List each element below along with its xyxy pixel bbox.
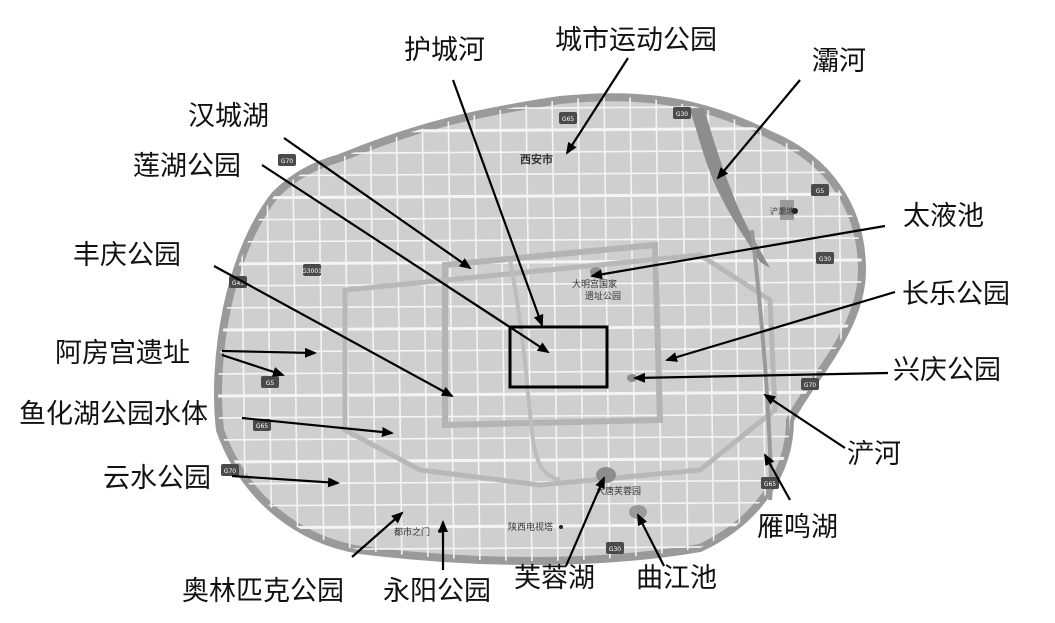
arrow-hancheng-hu bbox=[283, 137, 472, 270]
arrow-xingqing bbox=[633, 371, 889, 383]
central-highlight-box bbox=[508, 325, 609, 389]
arrow-chan-he bbox=[763, 393, 846, 449]
annotation-arrows bbox=[213, 57, 896, 570]
label-yuhuahu: 鱼化湖公园水体 bbox=[19, 399, 208, 430]
place-ducheng: 都市之门 bbox=[394, 526, 430, 538]
arrow-changle bbox=[665, 290, 896, 362]
highway-shield bbox=[606, 542, 624, 554]
ba-river bbox=[690, 108, 770, 268]
arrow-qujiang bbox=[637, 513, 665, 567]
place-xian: 西安市 bbox=[520, 152, 553, 166]
highway-shield bbox=[811, 184, 829, 196]
arrow-lianhu bbox=[261, 164, 550, 354]
arrow-yanming bbox=[764, 453, 791, 501]
label-hucheng-he: 护城河 bbox=[404, 35, 485, 66]
place-datang-furong: 大唐芙蓉园 bbox=[596, 485, 641, 497]
highway-shield-text: G65 bbox=[562, 116, 574, 123]
highway-shield bbox=[221, 464, 239, 476]
label-ba-he: 灞河 bbox=[812, 46, 866, 77]
highway-shield bbox=[761, 477, 779, 489]
arrow-yunshui bbox=[231, 474, 340, 488]
label-chengshi-yundong: 城市运动公园 bbox=[555, 25, 717, 56]
park-block bbox=[780, 200, 794, 220]
label-yongyang: 永阳公园 bbox=[383, 576, 491, 607]
highway-shield bbox=[559, 112, 577, 124]
highway-shield bbox=[261, 376, 279, 388]
arrow-fengqing bbox=[213, 265, 454, 397]
label-hancheng-hu: 汉城湖 bbox=[188, 101, 269, 132]
highway-shield bbox=[801, 378, 819, 390]
highway-shield bbox=[278, 154, 296, 166]
label-efang: 阿房宫遗址 bbox=[55, 338, 190, 369]
highway-shield bbox=[229, 276, 247, 288]
arrow-hucheng-he bbox=[451, 79, 544, 327]
label-qujiang: 曲江池 bbox=[636, 563, 717, 594]
ring-roads bbox=[342, 241, 778, 488]
arrow-efang-1 bbox=[221, 347, 317, 358]
highway-shield-text: G70 bbox=[224, 468, 236, 475]
highway-shield bbox=[253, 419, 271, 431]
highway-shield-text: G65 bbox=[256, 423, 268, 430]
arrow-ba-he bbox=[716, 79, 801, 180]
highway-shield bbox=[303, 264, 321, 276]
place-daminggong-2: 遗址公园 bbox=[585, 290, 621, 302]
highway-shield-text: G30 bbox=[819, 256, 831, 263]
place-dot-chanba bbox=[792, 208, 798, 214]
highway-shield-text: G30 bbox=[609, 546, 621, 553]
highway-shield-text: G45 bbox=[232, 280, 244, 287]
place-shaanxi-tv: 陕西电视塔 bbox=[508, 521, 553, 533]
highway-shield-text: G70 bbox=[804, 382, 816, 389]
highway-shield-text: G65 bbox=[764, 481, 776, 488]
furong-lake bbox=[596, 467, 616, 483]
label-yanming: 雁鸣湖 bbox=[757, 512, 838, 543]
arrow-efang-2 bbox=[221, 353, 285, 377]
highway-shield-text: G3001 bbox=[302, 268, 322, 275]
label-chan-he: 浐河 bbox=[847, 439, 901, 470]
highway-shield-text: G30 bbox=[676, 111, 688, 118]
label-yunshui: 云水公园 bbox=[103, 463, 211, 494]
label-lianhu: 莲湖公园 bbox=[133, 151, 241, 182]
place-daminggong-1: 大明宫国家 bbox=[572, 278, 617, 290]
label-changle: 长乐公园 bbox=[902, 279, 1010, 310]
label-furong: 芙蓉湖 bbox=[514, 563, 595, 594]
arrow-aolinpike bbox=[351, 511, 404, 558]
place-dot-ducheng bbox=[438, 529, 442, 533]
arrow-taiye-chi bbox=[590, 224, 886, 280]
label-aolinpike: 奥林匹克公园 bbox=[182, 576, 344, 607]
highway-shield-text: G70 bbox=[281, 158, 293, 165]
highway-shield-text: G5 bbox=[816, 188, 825, 195]
label-taiye-chi: 太液池 bbox=[903, 201, 984, 232]
label-xingqing: 兴庆公园 bbox=[893, 355, 1001, 386]
place-chanba: 浐灞塘 bbox=[770, 206, 794, 216]
highway-shield-text: G5 bbox=[266, 380, 275, 387]
arrow-yuhuahu bbox=[241, 416, 394, 437]
arrow-chengshi-yundong bbox=[565, 57, 629, 155]
highway-shield bbox=[816, 252, 834, 264]
place-dot-tv bbox=[559, 525, 563, 529]
label-fengqing: 丰庆公园 bbox=[73, 240, 181, 271]
arrow-furong bbox=[564, 476, 606, 567]
highway-shield bbox=[673, 107, 691, 119]
